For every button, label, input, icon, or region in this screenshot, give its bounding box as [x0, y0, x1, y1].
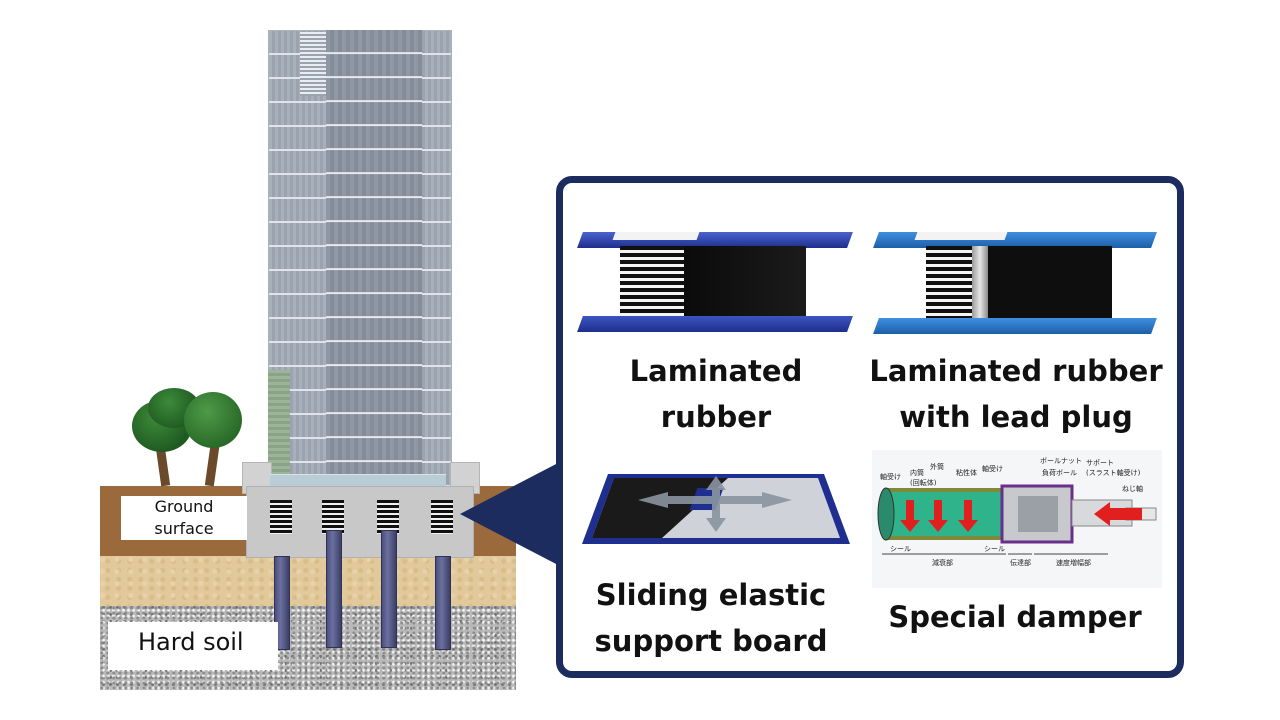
damper-label: 外筒 [930, 463, 944, 471]
damper-label: ボールナット [1040, 457, 1082, 465]
damper-label: 負荷ボール [1042, 469, 1077, 477]
sand-layer [100, 556, 516, 608]
damper-label: 速度増幅部 [1056, 559, 1091, 567]
seismic-isolator [270, 500, 292, 534]
lead-plug-rubber-illustration [873, 226, 1157, 340]
caption-line2: support board [594, 624, 828, 658]
seismic-isolator [322, 500, 344, 534]
special-damper-caption: Special damper [862, 594, 1168, 640]
damper-label: 軸受け [880, 473, 901, 481]
ground-label-line2: surface [154, 519, 214, 538]
sliding-board-caption: Sliding elastic support board [566, 572, 856, 664]
callout-pointer [460, 462, 560, 566]
damper-label: ねじ軸 [1122, 485, 1143, 493]
caption-line1: Laminated rubber [869, 354, 1163, 388]
damper-label: 伝達部 [1010, 559, 1031, 567]
damper-label: サポート (スラスト軸受け) [1086, 459, 1141, 477]
foundation-pile [326, 530, 342, 648]
sliding-board-illustration [578, 470, 854, 550]
seismic-isolator [377, 500, 399, 534]
damper-label: 内筒 (回転体) [910, 469, 937, 487]
caption-line1: Sliding elastic [595, 578, 827, 612]
building-facade-core [326, 30, 422, 496]
laminated-rubber-caption: Laminated rubber [566, 348, 866, 440]
caption-line2: with lead plug [899, 400, 1133, 434]
building-green-wall [268, 370, 290, 480]
caption-line1: Laminated [629, 354, 803, 388]
damper-label: シール [984, 545, 1005, 553]
caption-line1: Special damper [888, 600, 1142, 634]
damper-label: 軸受け [982, 465, 1003, 473]
damper-label: 減衰部 [932, 559, 953, 567]
caption-line2: rubber [660, 400, 772, 434]
damper-label: シール [890, 545, 911, 553]
ground-surface-label: Ground surface [121, 496, 247, 540]
laminated-rubber-illustration [577, 226, 853, 336]
damper-label: 粘性体 [956, 469, 977, 477]
foundation-pile [381, 530, 397, 648]
foundation-pile [435, 556, 451, 650]
foundation-pile [274, 556, 290, 650]
building-crown [300, 32, 326, 96]
hard-soil-label: Hard soil [108, 622, 278, 670]
ground-label-line1: Ground [154, 497, 214, 516]
special-damper-illustration: 軸受け 内筒 (回転体) 外筒 粘性体 軸受け ボールナット 負荷ボール サポー… [872, 450, 1162, 588]
tree-icon [128, 388, 248, 488]
seismic-isolator [431, 500, 453, 534]
lead-plug-rubber-caption: Laminated rubber with lead plug [864, 348, 1168, 440]
